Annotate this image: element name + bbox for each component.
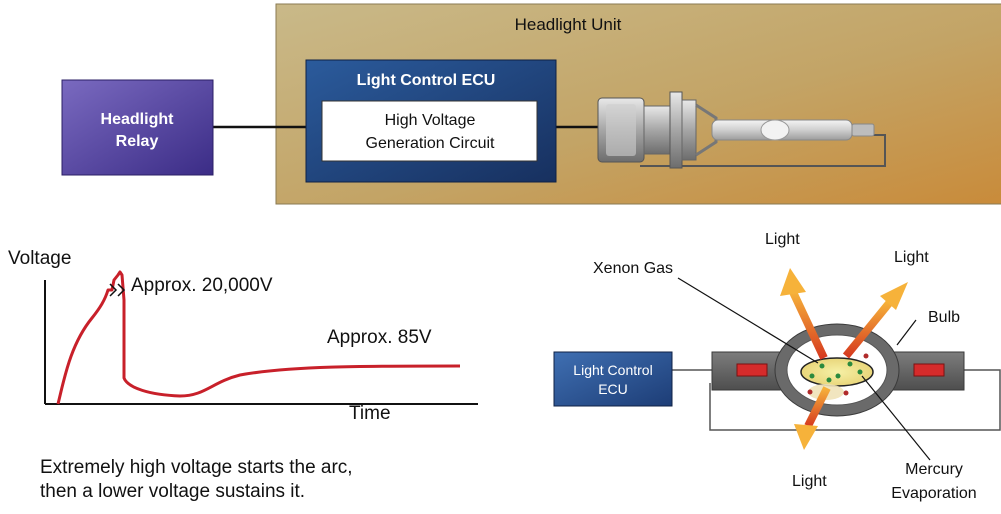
bulb-label: Bulb xyxy=(928,309,960,326)
electrode-right xyxy=(913,363,945,377)
hid-bulb-illustration xyxy=(597,91,886,169)
circuit-label-line1: High Voltage xyxy=(385,112,476,129)
light-label-top-left: Light xyxy=(765,231,800,248)
light-ray-top-left xyxy=(780,268,828,360)
relay-label-line2: Relay xyxy=(116,133,159,150)
voltage-curve xyxy=(56,270,461,405)
ecu-label: Light Control ECU xyxy=(357,72,496,89)
circuit-label-line2: Generation Circuit xyxy=(366,135,496,152)
light-ray-top-right xyxy=(842,282,908,359)
mercury-label-line2: Evaporation xyxy=(891,485,976,502)
small-ecu-label-line1: Light Control xyxy=(573,362,652,378)
peak-voltage-label: Approx. 20,000V xyxy=(131,275,273,296)
xenon-gas-label: Xenon Gas xyxy=(593,260,673,277)
time-axis-label: Time xyxy=(349,403,391,424)
mercury-leader-line xyxy=(861,375,931,461)
xenon-leader-line xyxy=(677,277,819,364)
light-label-top-right: Light xyxy=(894,249,929,266)
voltage-caption: Extremely high voltage starts the arc, t… xyxy=(40,456,460,504)
light-control-ecu-box: Light Control ECU High Voltage Generatio… xyxy=(305,59,557,183)
small-light-control-ecu-box: Light Control ECU xyxy=(553,351,673,407)
relay-label-line1: Headlight xyxy=(101,111,175,128)
mercury-label-line1: Mercury xyxy=(905,461,963,478)
voltage-axis-label: Voltage xyxy=(8,248,71,269)
headlight-unit-label: Headlight Unit xyxy=(515,15,622,34)
voltage-graph: Voltage Time Approx. 20,000V Approx. 85V xyxy=(8,248,478,424)
bulb-cross-section: Light Light Xenon Gas Bulb Light Mercury… xyxy=(593,231,1001,502)
high-voltage-circuit-box xyxy=(321,100,538,162)
headlight-relay-box: Headlight Relay xyxy=(61,79,214,176)
axis-break-mark xyxy=(109,283,126,297)
electrode-left xyxy=(736,363,768,377)
light-label-bottom: Light xyxy=(792,473,827,490)
caption-line1: Extremely high voltage starts the arc, xyxy=(40,457,353,478)
sustain-voltage-label: Approx. 85V xyxy=(327,327,432,348)
ecu-return-wire xyxy=(709,369,1001,431)
light-ray-bottom xyxy=(794,386,831,450)
small-ecu-label-line2: ECU xyxy=(598,381,628,397)
caption-line2: then a lower voltage sustains it. xyxy=(40,481,306,502)
bulb-leader-line xyxy=(896,319,917,346)
